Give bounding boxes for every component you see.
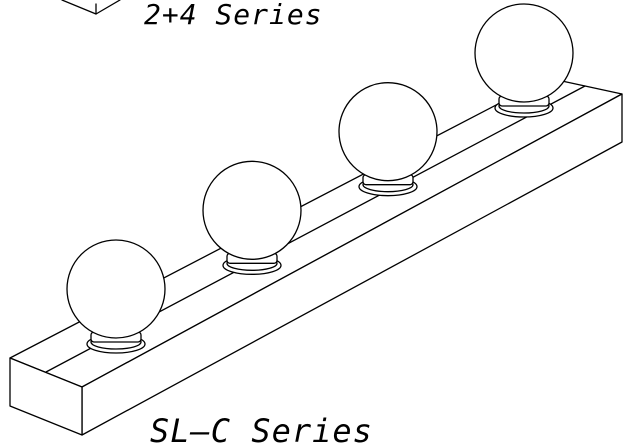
light-bar-end-face xyxy=(9,357,83,436)
bulb xyxy=(338,82,438,197)
bulbs-group xyxy=(66,3,574,354)
bottom-series-label: SL–C Series xyxy=(150,412,373,446)
bulb xyxy=(474,3,574,118)
bulb-globe xyxy=(66,239,166,339)
bulb-globe xyxy=(474,3,574,103)
bulb xyxy=(66,239,166,354)
bulb-globe xyxy=(338,82,438,182)
partial-fixture-outline xyxy=(61,0,121,15)
light-bar xyxy=(9,77,623,436)
bulb-globe xyxy=(202,160,302,260)
top-series-label: 2+4 Series xyxy=(144,0,323,31)
bulb xyxy=(202,160,302,275)
